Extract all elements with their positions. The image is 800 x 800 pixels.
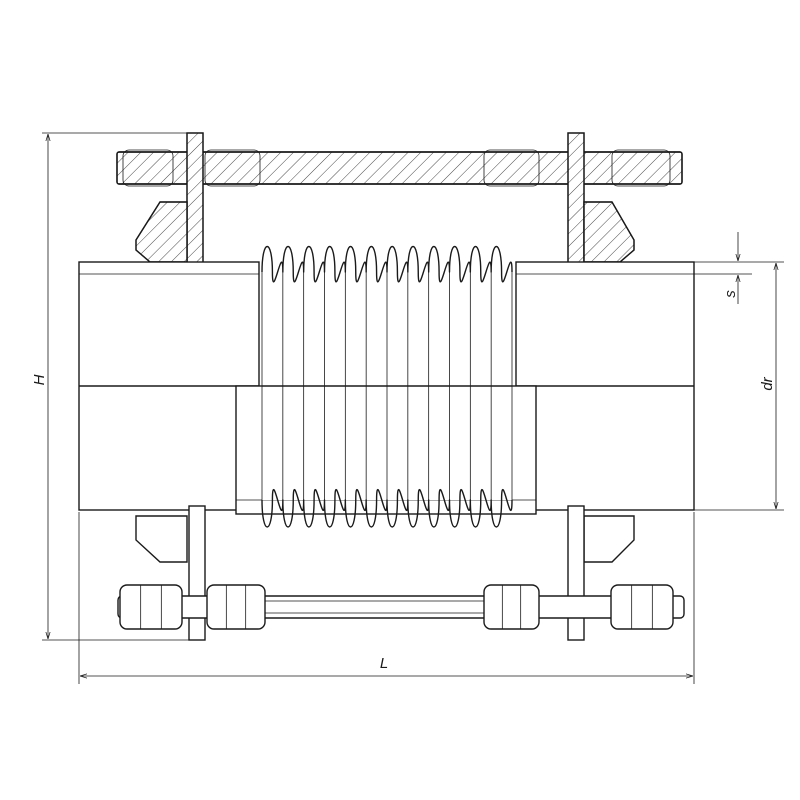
bellows	[261, 246, 513, 528]
tie-rod-nuts	[119, 584, 674, 630]
hex-nut	[119, 584, 183, 630]
pipe-end-left	[78, 261, 260, 511]
dimension-l: L	[78, 512, 695, 684]
dimension-s-label: s	[722, 290, 739, 298]
dimension-h: H	[31, 132, 195, 641]
dimension-s: s	[694, 232, 752, 304]
top-plate-nuts	[122, 149, 671, 187]
flange-post-right-top	[567, 132, 585, 264]
gusset-right-top	[583, 201, 635, 263]
flange-post-left-bottom	[188, 505, 206, 641]
tie-rod-bottom	[117, 595, 685, 619]
gusset-left-bottom	[135, 515, 188, 563]
dimension-dr: dr	[694, 261, 784, 511]
dimension-l-label: L	[380, 655, 388, 672]
hex-nut	[483, 584, 540, 630]
top-tie-plate	[116, 149, 683, 187]
pipe-end-right	[515, 261, 695, 511]
gusset-left-top	[135, 201, 188, 263]
gusset-right-bottom	[583, 515, 635, 563]
dimension-h-label: H	[31, 374, 48, 385]
flange-post-right-bottom	[567, 505, 585, 641]
flange-post-left-top	[186, 132, 204, 264]
hex-nut	[610, 584, 674, 630]
hex-nut	[206, 584, 266, 630]
dimension-dr-label: dr	[759, 376, 776, 390]
